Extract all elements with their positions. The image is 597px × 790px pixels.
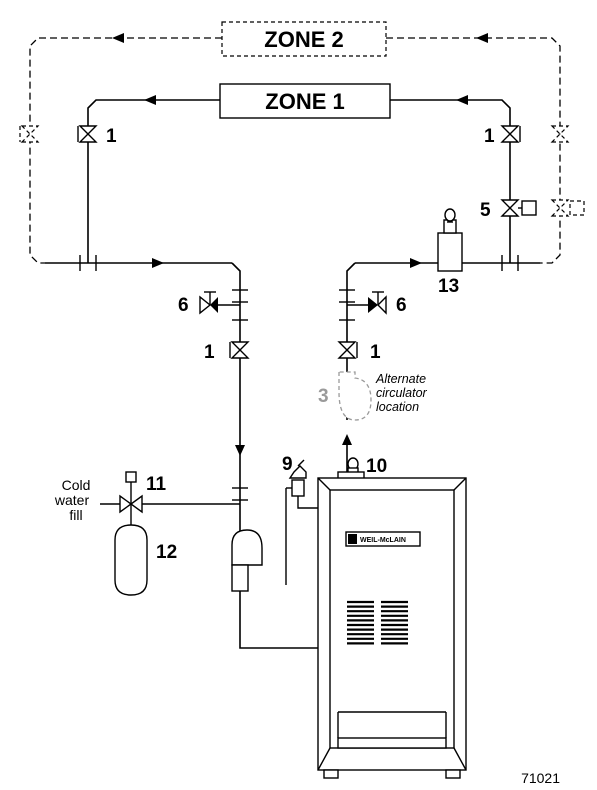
boiler-nameplate: WEIL-McLAIN bbox=[345, 531, 421, 547]
cold-water-line3: fill bbox=[69, 507, 82, 523]
expansion-tank bbox=[114, 524, 148, 596]
cold-water-line2: water bbox=[54, 492, 90, 508]
zone2-valve-left bbox=[19, 125, 40, 143]
callout-relief-valve: 9 bbox=[282, 454, 293, 475]
zone-1-loop: ZONE 1 bbox=[87, 83, 511, 263]
zone-2-label: ZONE 2 bbox=[264, 27, 343, 52]
flow-arrow-zone2-right bbox=[476, 33, 488, 43]
flow-arrow-up bbox=[342, 434, 352, 445]
zone-2-loop: ZONE 2 bbox=[19, 21, 585, 264]
isolation-valve-left-top bbox=[77, 125, 98, 143]
callout-flow-check-valve: 5 bbox=[480, 200, 491, 221]
relief-valve bbox=[285, 459, 318, 585]
callout-isolation-valve-right-top: 1 bbox=[484, 126, 495, 147]
boiler-louvers bbox=[347, 600, 408, 645]
zone-1-label: ZONE 1 bbox=[265, 89, 344, 114]
alternate-note-line2: circulator bbox=[376, 386, 428, 400]
flow-arrow-zone1-left bbox=[144, 95, 156, 105]
zone-2-box bbox=[221, 21, 387, 57]
isolation-valve-right-top bbox=[500, 125, 521, 143]
air-separator bbox=[437, 208, 463, 272]
callout-alternate-circulator: 3 bbox=[318, 386, 329, 407]
alternate-note-line3: location bbox=[376, 400, 419, 414]
flow-check-valve bbox=[500, 199, 537, 217]
return-header-left bbox=[45, 255, 248, 580]
purge-valve-right bbox=[347, 291, 387, 315]
fill-valve bbox=[119, 471, 143, 525]
callout-isolation-valve-left-top: 1 bbox=[106, 126, 117, 147]
cold-water-line1: Cold bbox=[62, 477, 91, 493]
figure-number: 71021 bbox=[521, 770, 560, 786]
alternate-circulator-outline bbox=[338, 371, 372, 421]
callout-isolation-valve-return: 1 bbox=[204, 342, 215, 363]
callout-isolation-valve-supply: 1 bbox=[370, 342, 381, 363]
isolation-valve-return bbox=[229, 341, 250, 359]
supply-header-right bbox=[339, 255, 540, 478]
callout-purge-valve-right: 6 bbox=[396, 295, 407, 316]
callout-air-vent: 10 bbox=[366, 456, 387, 477]
callout-air-separator: 13 bbox=[438, 276, 459, 297]
flow-arrow-down bbox=[235, 445, 245, 456]
zone2-flow-check-valve bbox=[550, 199, 585, 217]
flow-arrow-return bbox=[152, 258, 164, 268]
purge-valve-left bbox=[199, 291, 240, 315]
boiler-brand: WEIL-McLAIN bbox=[360, 537, 406, 544]
boiler: WEIL-McLAIN bbox=[317, 471, 467, 779]
flow-arrow-supply bbox=[410, 258, 422, 268]
circulator-pump bbox=[231, 529, 318, 649]
alternate-note-line1: Alternate bbox=[375, 372, 426, 386]
flow-arrow-zone1-right bbox=[456, 95, 468, 105]
flow-arrow-zone2-left bbox=[112, 33, 124, 43]
zone-1-box bbox=[219, 83, 391, 119]
callout-purge-valve-left: 6 bbox=[178, 295, 189, 316]
isolation-valve-supply bbox=[337, 341, 358, 359]
callout-expansion-tank: 12 bbox=[156, 542, 177, 563]
callout-fill-valve: 11 bbox=[146, 474, 167, 495]
zone2-valve-right bbox=[550, 125, 570, 143]
